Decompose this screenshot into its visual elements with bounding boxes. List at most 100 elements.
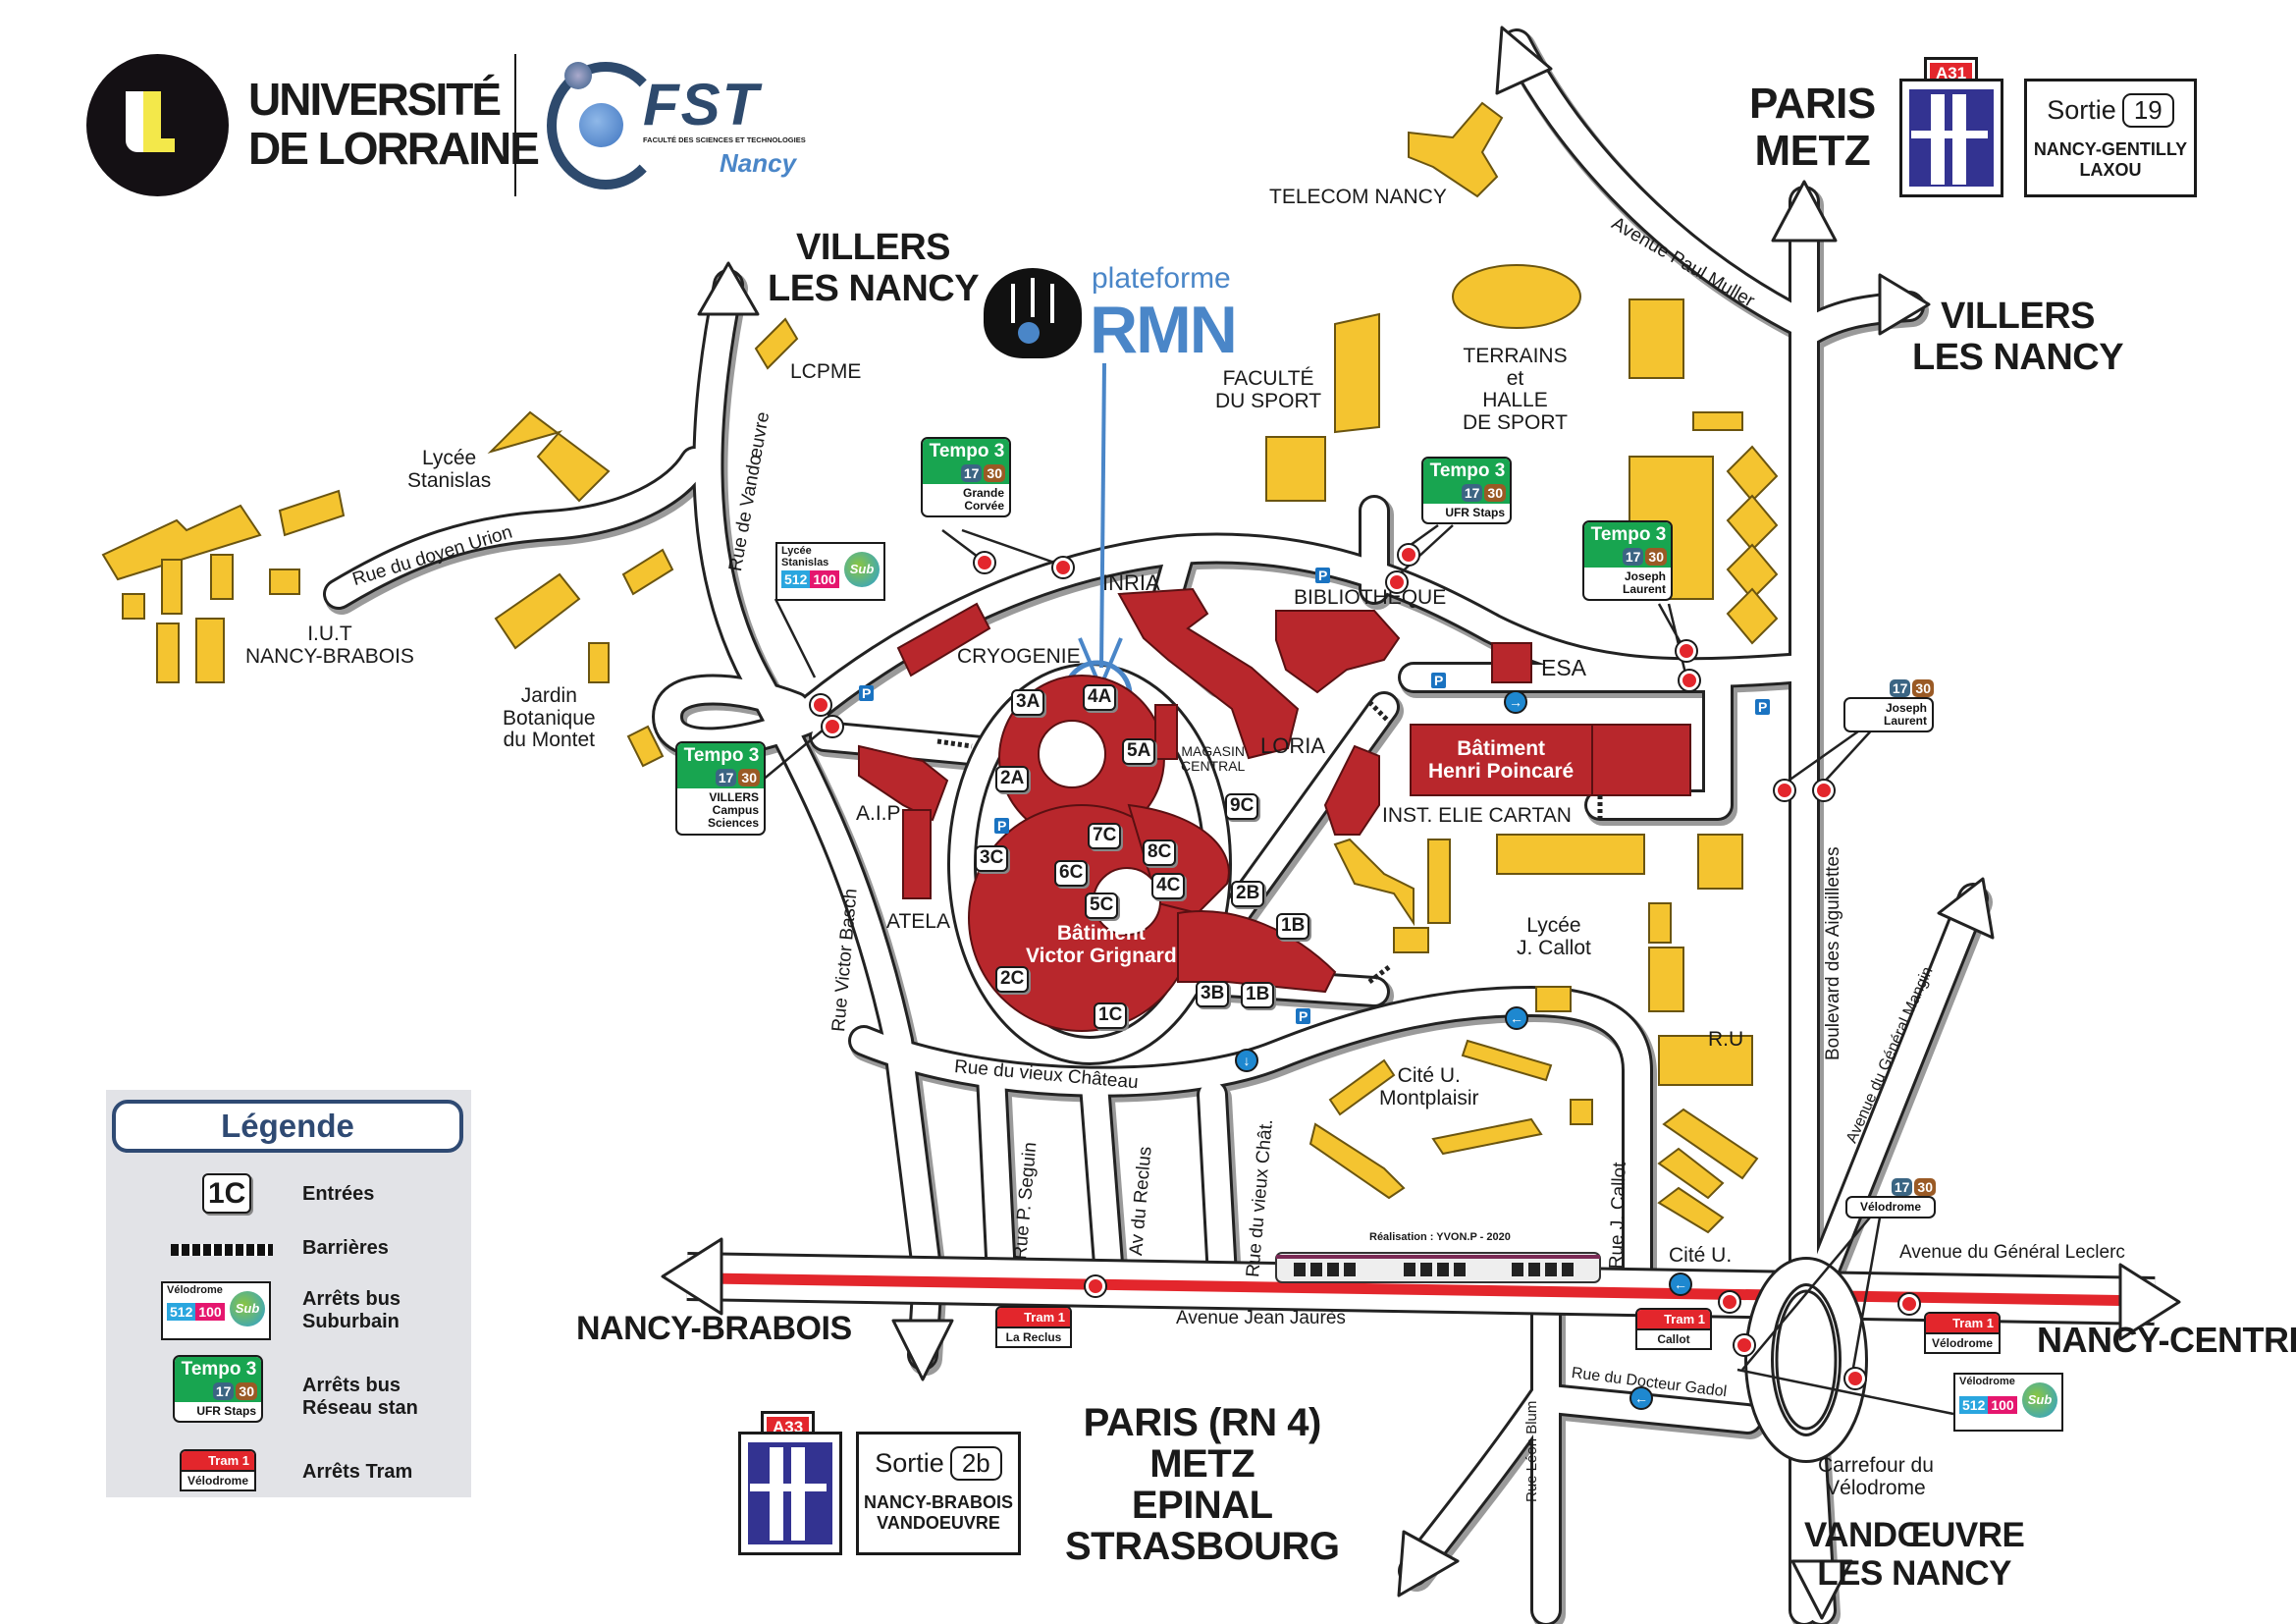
legend-title: Légende [112,1100,463,1153]
label-esa: ESA [1541,655,1587,680]
bus-stop-marker[interactable] [1399,545,1418,565]
one-way-left-icon: ← [1505,1006,1528,1030]
one-way-left-icon: ← [1669,1272,1692,1296]
exit-number: 2b [949,1446,1002,1481]
entrance-2c[interactable]: 2C [995,966,1030,993]
entrance-1b-east[interactable]: 1B [1276,913,1310,940]
building-lcpme [754,317,799,370]
fst-emblem [547,62,665,189]
sub-logo: Sub [230,1291,265,1326]
bus-stop-marker[interactable] [1387,572,1407,592]
label-elie-cartan: INST. ELIE CARTAN [1382,804,1572,827]
entrance-5a[interactable]: 5A [1122,738,1156,765]
building-henri-poincare [1410,724,1593,796]
entrance-5c[interactable]: 5C [1085,893,1119,919]
entrance-9c[interactable]: 9C [1225,793,1259,820]
parking-icon: P [994,818,1010,834]
motorway-icon [748,1442,832,1544]
entrance-4a[interactable]: 4A [1083,684,1117,711]
street-leon-blum: Rue Léon Blum [1523,1400,1540,1502]
parking-icon: P [1755,699,1771,715]
building-esa [1491,642,1532,683]
building-terrains [1452,264,1581,329]
rmn-title: RMN [1090,293,1238,367]
legend-entrances-label: Entrées [302,1183,375,1205]
entrance-8c[interactable]: 8C [1143,839,1177,866]
rmn-subtitle: plateforme [1092,262,1231,295]
bus-stop-marker[interactable] [1677,641,1696,661]
bus-stop-marker[interactable] [1680,671,1699,690]
bus-stop-marker[interactable] [823,717,842,736]
legend-entrance-sample: 1C [202,1173,252,1214]
bus-stop-marker[interactable] [1845,1369,1865,1388]
building-cryogenie [896,602,991,677]
bus-stop-marker[interactable] [1053,558,1073,577]
entrance-2a[interactable]: 2A [995,766,1030,792]
one-way-right-icon: → [1504,690,1527,714]
entrance-7c[interactable]: 7C [1088,823,1122,849]
arrow-nw-telecom [1495,26,1553,95]
credit-text: Réalisation : YVON.P - 2020 [1369,1231,1511,1243]
entrance-6c[interactable]: 6C [1054,860,1089,887]
legend-barriers-label: Barrières [302,1237,389,1259]
ul-emblem [86,54,229,196]
label-lcpme: LCPME [790,360,862,383]
bus-stop-marker[interactable] [1735,1335,1754,1355]
building-lycee-stanislas [487,410,611,503]
arrow-south-vandoeuvre [1790,1559,1853,1620]
arrow-ne-mangin [1937,877,1995,940]
barrier-icon [171,1244,273,1256]
ul-name-line2: DE LORRAINE [248,123,540,174]
arrow-north-villers [697,261,760,316]
ul-name-line1: UNIVERSITÉ [248,74,502,125]
entrance-3c[interactable]: 3C [975,845,1009,872]
entrance-3a[interactable]: 3A [1011,689,1045,716]
bus-stop-marker[interactable] [1814,781,1834,800]
arrow-south [891,1319,954,1381]
exit-label: Sortie [2047,95,2116,125]
tram-stop-marker[interactable] [1899,1294,1919,1314]
street-aiguillettes: Boulevard des Aiguillettes [1823,846,1843,1060]
bus-stop-marker[interactable] [975,553,994,572]
tram-stop-marker[interactable] [1720,1292,1739,1312]
parking-icon: P [1431,673,1447,688]
building-inria [1117,587,1300,760]
bus-stop-marker[interactable] [811,695,830,715]
entrance-3b[interactable]: 3B [1196,981,1230,1007]
building-aip [858,744,949,822]
building-bibliotheque [1275,610,1401,694]
tram-stop-marker[interactable] [1086,1276,1105,1296]
arrow-sw [1397,1530,1460,1597]
bus-stop-marker[interactable] [1775,781,1794,800]
plateforme-rmn-logo: plateforme RMN [982,262,1238,366]
entrance-1c[interactable]: 1C [1094,1002,1128,1029]
entrance-1b-south[interactable]: 1B [1241,982,1275,1008]
entrance-2b[interactable]: 2B [1231,881,1265,907]
entrance-4c[interactable]: 4C [1151,873,1186,899]
